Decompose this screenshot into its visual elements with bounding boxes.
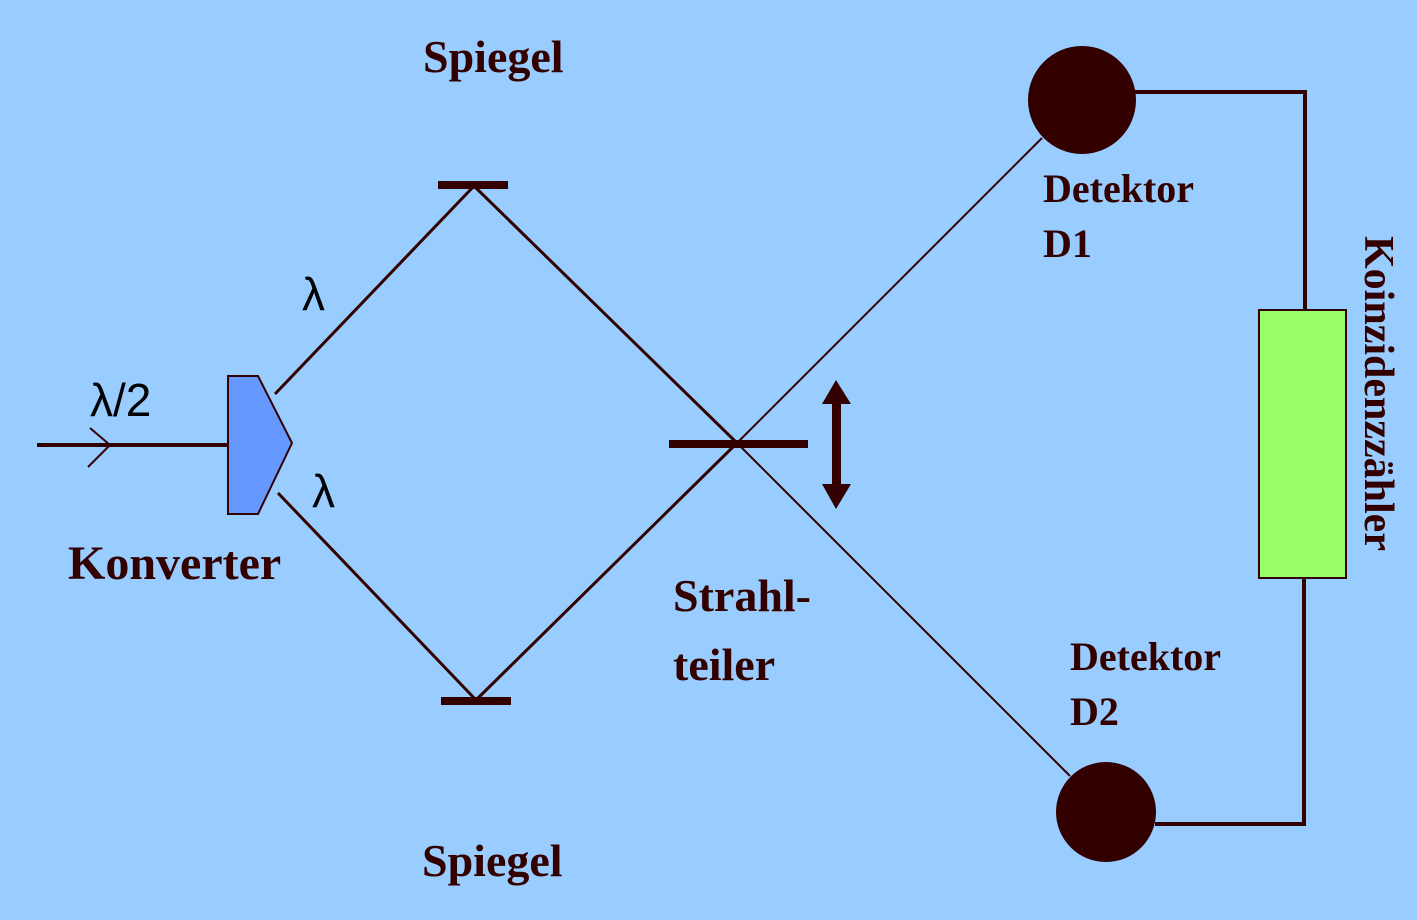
detector1-label-line2: D1 bbox=[1043, 221, 1092, 266]
mirror-top bbox=[438, 181, 508, 189]
beamsplitter-label-line2: teiler bbox=[673, 639, 775, 690]
beamsplitter-label-line1: Strahl- bbox=[673, 570, 811, 621]
wire-d2 bbox=[1155, 578, 1306, 826]
move-double-arrow-icon bbox=[822, 380, 851, 509]
upper-beam-1 bbox=[273, 184, 476, 396]
converter-label: Konverter bbox=[68, 537, 281, 590]
lower-beam-2 bbox=[474, 441, 739, 702]
beamsplitter bbox=[669, 440, 808, 448]
beam-to-d2 bbox=[736, 442, 1071, 777]
lower-wavelength-label: λ bbox=[312, 465, 335, 517]
converter-shape bbox=[227, 375, 294, 515]
upper-wavelength-label: λ bbox=[302, 268, 325, 320]
mirror-bottom-label: Spiegel bbox=[422, 835, 563, 886]
detector2-label-line2: D2 bbox=[1070, 689, 1119, 734]
mirror-top-label: Spiegel bbox=[423, 31, 564, 82]
lower-beam-1 bbox=[276, 491, 478, 702]
detector2-label-line1: Detektor bbox=[1070, 634, 1221, 679]
detector-d1 bbox=[1028, 46, 1136, 154]
wire-d1 bbox=[1135, 90, 1307, 310]
upper-beam-2 bbox=[472, 184, 739, 445]
mirror-bottom bbox=[441, 697, 511, 705]
coincidence-counter-label: Koinzidenzzähler bbox=[1355, 236, 1401, 551]
detector1-label-line1: Detektor bbox=[1043, 166, 1194, 211]
coincidence-counter bbox=[1258, 309, 1347, 579]
beam-to-d1 bbox=[736, 137, 1043, 444]
input-arrow-icon bbox=[87, 427, 112, 468]
input-wavelength-label: λ/2 bbox=[90, 374, 151, 426]
detector-d2 bbox=[1056, 762, 1156, 862]
